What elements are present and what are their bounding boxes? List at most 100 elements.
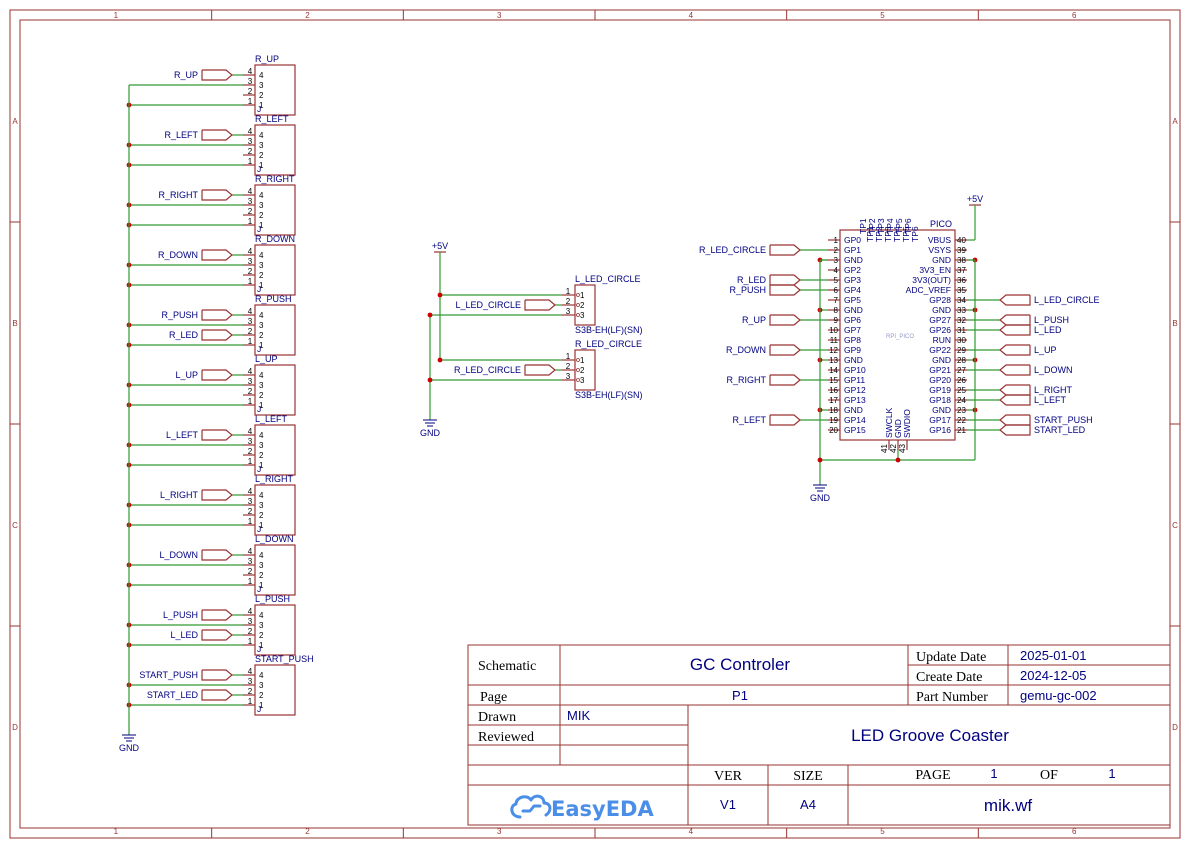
pico-pin-number: 4 — [834, 266, 839, 275]
net-flag — [769, 244, 801, 256]
net-label: R_LEFT — [732, 415, 766, 425]
column-marker: 5 — [880, 827, 885, 836]
junction-dot — [437, 357, 443, 363]
pin-number: 2 — [259, 511, 264, 520]
pin-number-outer: 1 — [248, 277, 253, 286]
part-number-label: Part Number — [916, 690, 988, 705]
pico-pin-number: 24 — [957, 396, 966, 405]
net-flag — [201, 549, 233, 561]
pin-number-outer: 2 — [248, 627, 253, 636]
pin-number-outer: 4 — [248, 307, 253, 316]
column-marker: 6 — [1072, 11, 1077, 20]
pin-number-outer: 1 — [248, 517, 253, 526]
net-flag — [201, 489, 233, 501]
junction-dot — [427, 377, 433, 383]
pin-number: 2 — [259, 571, 264, 580]
row-marker: A — [1172, 117, 1178, 126]
pico-pin-number: 27 — [957, 366, 966, 375]
drawn-label: Drawn — [478, 710, 516, 725]
pin-number-outer: 4 — [248, 67, 253, 76]
net-flag — [769, 314, 801, 326]
pin-number: 1 — [259, 161, 264, 170]
schematic-title: GC Controler — [690, 655, 790, 674]
switch-corner-mark: J — [257, 404, 261, 414]
pico-pin-number: 17 — [829, 396, 838, 405]
net-label: L_RIGHT — [1034, 385, 1073, 395]
row-marker: C — [12, 521, 18, 530]
pin-number-outer: 3 — [248, 77, 253, 86]
pico-pin-name: GP14 — [844, 415, 866, 425]
connector-pin-contact — [576, 303, 580, 307]
switch-corner-mark: J — [257, 704, 261, 714]
pico-pin-number: 43 — [898, 444, 907, 453]
part-number-value: gemu-gc-002 — [1020, 688, 1097, 703]
pin-number-outer: 4 — [248, 187, 253, 196]
switch-body — [254, 364, 296, 416]
pico-pin-number: 16 — [829, 386, 838, 395]
row-marker: D — [1172, 723, 1178, 732]
pico-pin-number: 13 — [829, 356, 838, 365]
switch-body — [254, 244, 296, 296]
switch-name: R_LEFT — [255, 114, 289, 124]
switch-name: L_LEFT — [255, 414, 288, 424]
pin-number: 1 — [259, 701, 264, 710]
switch-name: R_RIGHT — [255, 174, 295, 184]
pico-pin-number: 37 — [957, 266, 966, 275]
net-flag — [201, 249, 233, 261]
pico-pin-number: 3 — [834, 256, 839, 265]
pico-pin-number: 15 — [829, 376, 838, 385]
pin-number: 2 — [259, 691, 264, 700]
pin-number: 1 — [259, 281, 264, 290]
net-flag — [201, 629, 233, 641]
column-marker: 3 — [497, 827, 502, 836]
pin-number: 3 — [259, 681, 264, 690]
pico-pin-name: SWDIO — [902, 409, 912, 438]
switch-name: L_RIGHT — [255, 474, 294, 484]
pico-pin-name: GP16 — [929, 425, 951, 435]
pico-pin-number: 12 — [829, 346, 838, 355]
pin-number: 1 — [259, 461, 264, 470]
pico-pin-name: GND — [844, 305, 863, 315]
switch-corner-mark: J — [257, 524, 261, 534]
net-flag — [999, 384, 1031, 396]
pin-number-outer: 2 — [248, 567, 253, 576]
pin-number-outer: 1 — [248, 637, 253, 646]
net-flag — [999, 294, 1031, 306]
net-flag — [201, 329, 233, 341]
connector-pin-number: 2 — [566, 362, 571, 371]
pin-number: 3 — [259, 141, 264, 150]
pin-number: 3 — [259, 441, 264, 450]
pin-number: 2 — [259, 91, 264, 100]
pin-number-outer: 1 — [248, 457, 253, 466]
net-flag — [769, 284, 801, 296]
pico-pin-number: 35 — [957, 286, 966, 295]
size-label: SIZE — [793, 769, 823, 784]
schematic-label: Schematic — [478, 659, 536, 674]
net-label: START_PUSH — [1034, 415, 1093, 425]
pico-pin-name: GP19 — [929, 385, 951, 395]
title-block: Schematic GC Controler Page P1 Drawn MIK… — [467, 644, 1171, 826]
junction-dot — [427, 312, 433, 318]
net-flag — [201, 689, 233, 701]
test-point-label: TP2 — [867, 218, 877, 234]
net-label: L_LED — [170, 630, 198, 640]
ver-value: V1 — [720, 797, 736, 812]
pico-pin-number: 11 — [830, 336, 839, 345]
net-label: L_PUSH — [163, 610, 198, 620]
connector-pin-contact — [576, 293, 580, 297]
pin-number-outer: 2 — [248, 387, 253, 396]
page-label: Page — [480, 690, 507, 705]
pico-pin-number: 21 — [957, 426, 966, 435]
pico-pin-name: GP13 — [844, 395, 866, 405]
switch-body — [254, 664, 296, 716]
pico-pin-name: 3V3(OUT) — [912, 275, 951, 285]
switch-body — [254, 184, 296, 236]
pico-pin-number: 8 — [834, 306, 839, 315]
switch-corner-mark: J — [257, 224, 261, 234]
net-flag — [999, 364, 1031, 376]
pico-pin-number: 25 — [957, 386, 966, 395]
